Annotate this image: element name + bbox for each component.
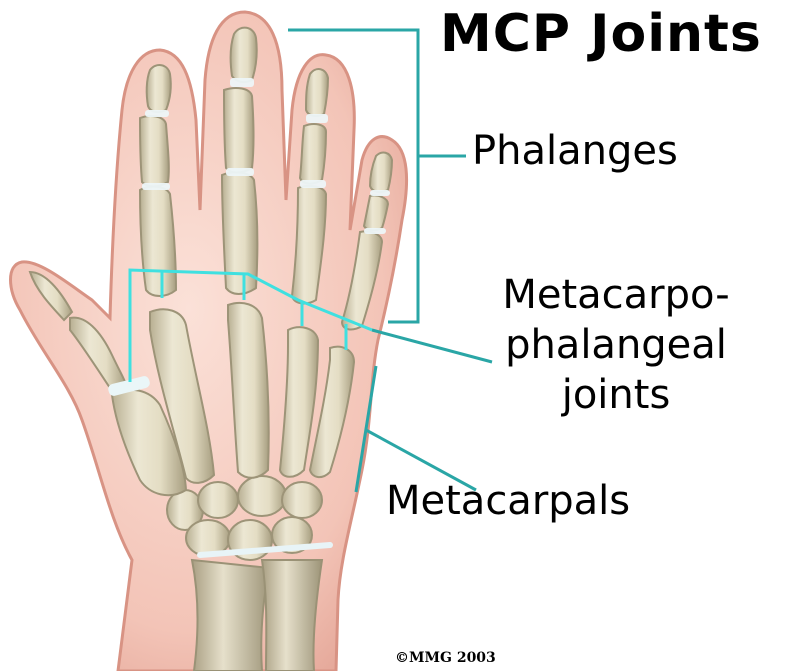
label-mcp-joints: Metacarpo- phalangeal joints bbox=[430, 270, 802, 420]
label-metacarpals: Metacarpals bbox=[386, 478, 630, 524]
label-mcp-line-1: Metacarpo- bbox=[430, 270, 802, 320]
label-mcp-line-3: joints bbox=[430, 370, 802, 420]
copyright-notice: ©MMG 2003 bbox=[395, 650, 496, 666]
label-phalanges: Phalanges bbox=[472, 128, 678, 174]
forearm-bones bbox=[192, 560, 322, 671]
diagram-title: MCP Joints bbox=[440, 4, 762, 64]
label-mcp-line-2: phalangeal bbox=[430, 320, 802, 370]
